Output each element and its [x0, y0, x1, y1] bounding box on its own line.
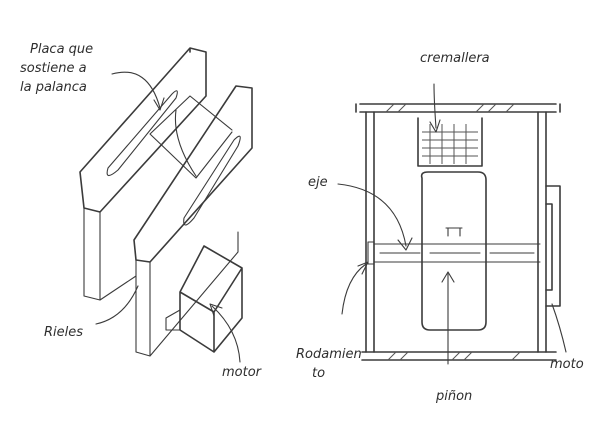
plate-label-line2: sostiene a — [20, 61, 87, 76]
shaft-leader-arrow — [337, 183, 413, 251]
rack-teeth — [422, 124, 478, 164]
front-rail-plate — [133, 85, 253, 263]
motor-box — [179, 245, 243, 353]
bottom-bar — [361, 351, 557, 361]
pinion-block — [420, 171, 487, 331]
motor-leader-arrow — [209, 303, 241, 363]
back-rail-slot — [106, 90, 178, 177]
rails-label: Rieles — [44, 325, 83, 340]
pinion-marking — [445, 227, 463, 237]
pinion-label: piñon — [435, 389, 472, 404]
left-wall — [365, 111, 375, 353]
left-assembly-drawing — [79, 47, 253, 363]
plate-label-line3: la palanca — [20, 80, 87, 95]
motor-label-left: motor — [222, 365, 263, 380]
right-section-drawing — [337, 83, 567, 365]
front-rail-slot — [183, 135, 241, 226]
plate-leader-arrow — [111, 71, 165, 111]
shaft — [373, 243, 541, 263]
right-wall — [537, 111, 547, 353]
motor-shaft — [165, 309, 181, 331]
back-rail-plate — [79, 47, 207, 213]
rack-leader-arrow — [429, 83, 441, 133]
motor-right-leader-line — [551, 303, 567, 353]
rack-label: cremallera — [420, 51, 490, 66]
rack-block — [417, 117, 483, 167]
bearing-label-line1: Rodamien — [296, 347, 362, 362]
bearing — [367, 241, 375, 265]
rails-leader-line — [95, 285, 139, 325]
shaft-label: eje — [308, 175, 328, 190]
motor-label-right: moto — [550, 357, 584, 372]
pinion-leader-arrow — [441, 271, 455, 365]
lever-holding-plate — [149, 95, 233, 179]
top-bar-hatch — [385, 103, 515, 113]
bearing-leader-arrow — [341, 261, 369, 315]
top-bar — [355, 103, 561, 113]
base-frame — [83, 207, 239, 357]
plate-label-line1: Placa que — [30, 42, 93, 57]
right-motor — [545, 185, 561, 307]
bearing-label-line2: to — [312, 366, 325, 381]
bottom-bar-hatch — [387, 351, 521, 361]
